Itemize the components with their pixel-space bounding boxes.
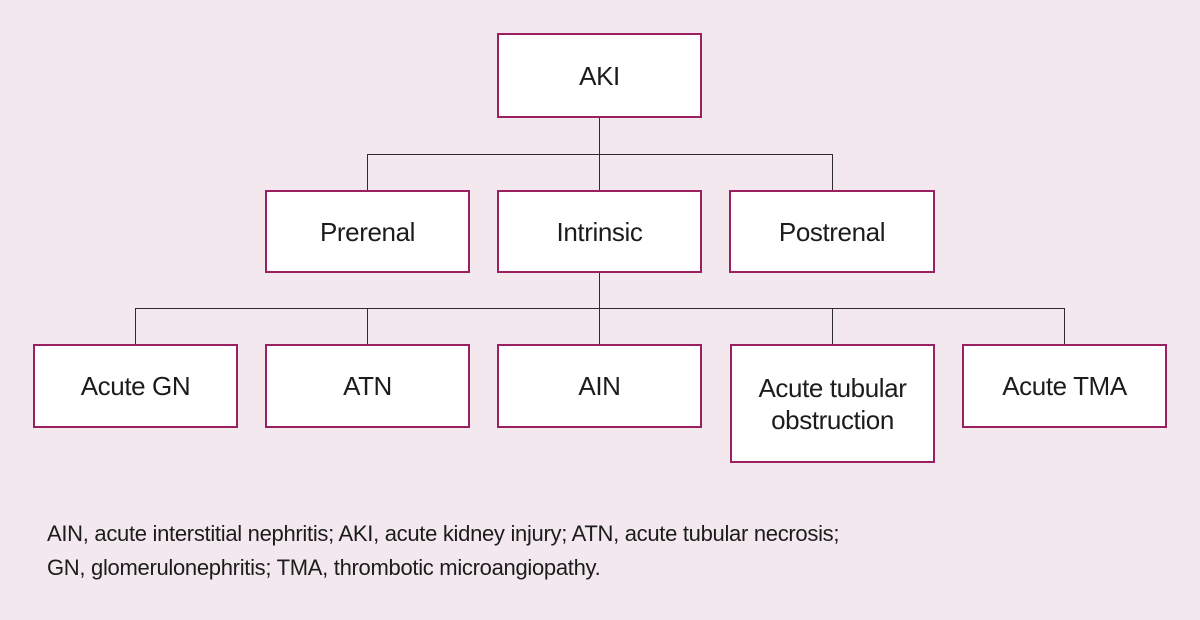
- node-aki: AKI: [497, 33, 702, 118]
- node-acute-tubular-obstruction-label: Acute tubular obstruction: [758, 372, 907, 435]
- footnote: AIN, acute interstitial nephritis; AKI, …: [47, 517, 839, 585]
- connector-level2-horizontal: [367, 154, 833, 155]
- connector-atn-drop: [367, 308, 368, 344]
- node-intrinsic-label: Intrinsic: [556, 216, 643, 247]
- node-acute-tma-label: Acute TMA: [1002, 371, 1127, 401]
- footnote-line-2: GN, glomerulonephritis; TMA, thrombotic …: [47, 555, 601, 580]
- connector-prerenal-drop: [367, 154, 368, 190]
- node-postrenal: Postrenal: [729, 190, 935, 273]
- node-acute-tubular-obstruction: Acute tubular obstruction: [730, 344, 935, 463]
- node-acute-gn: Acute GN: [33, 344, 238, 428]
- connector-acute-tubular-obstruction-drop: [832, 308, 833, 344]
- connector-postrenal-drop: [832, 154, 833, 191]
- node-ain: AIN: [497, 344, 702, 428]
- footnote-line-1: AIN, acute interstitial nephritis; AKI, …: [47, 521, 840, 546]
- connector-acute-gn-drop: [135, 308, 136, 344]
- node-prerenal-label: Prerenal: [319, 216, 416, 247]
- node-ain-label: AIN: [578, 371, 621, 401]
- node-atn: ATN: [265, 344, 470, 428]
- node-aki-label: AKI: [579, 60, 620, 91]
- node-acute-gn-label: Acute GN: [80, 371, 191, 401]
- node-prerenal: Prerenal: [265, 190, 470, 273]
- node-intrinsic: Intrinsic: [497, 190, 702, 273]
- node-acute-tma: Acute TMA: [962, 344, 1167, 428]
- node-atn-label: ATN: [343, 371, 392, 401]
- connector-level3-horizontal: [135, 308, 1065, 309]
- node-postrenal-label: Postrenal: [778, 216, 886, 247]
- connector-acute-tma-drop: [1064, 308, 1065, 344]
